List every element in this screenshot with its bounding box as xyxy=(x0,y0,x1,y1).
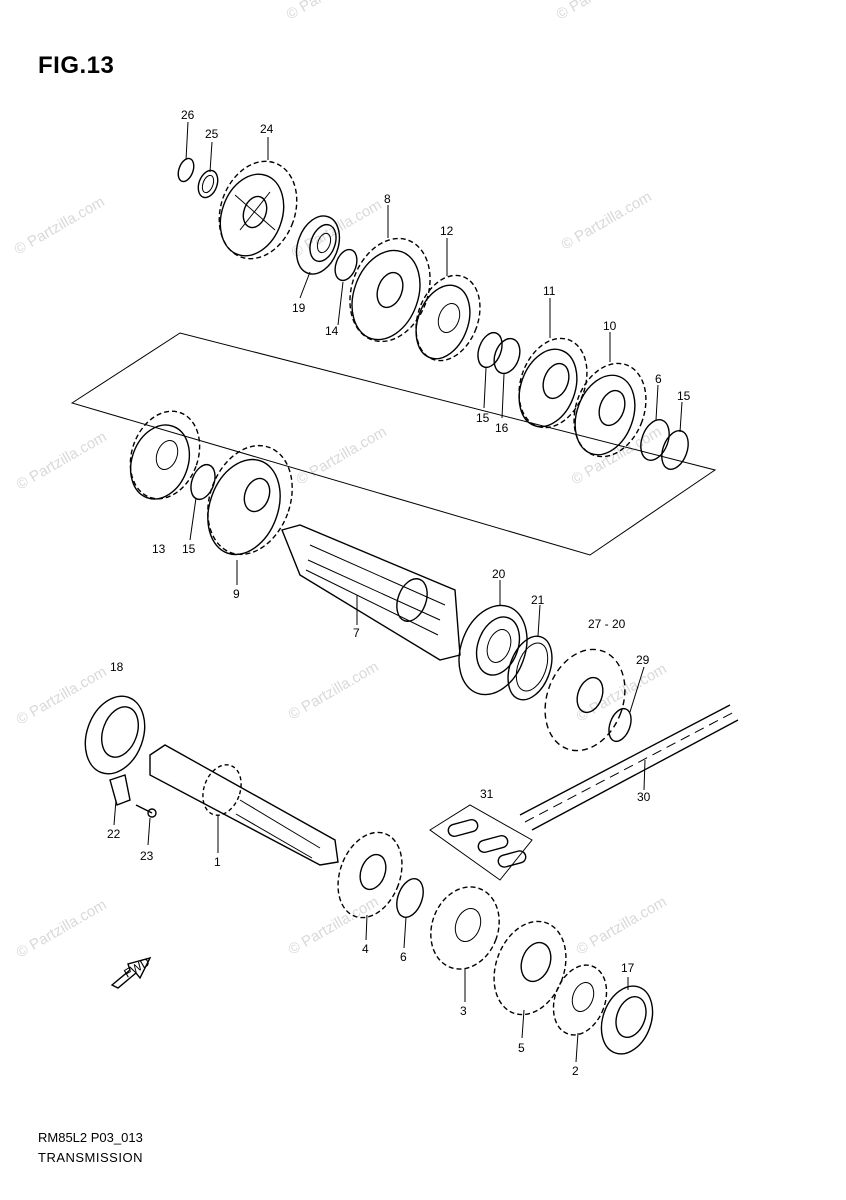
part-20-bearing xyxy=(458,604,528,696)
part-label-27-20: 27 - 20 xyxy=(588,617,626,631)
part-4-gear xyxy=(337,831,403,919)
part-label-17: 17 xyxy=(621,961,635,975)
watermark: © Partzilla.com xyxy=(284,0,380,23)
watermark-layer: © Partzilla.com © Partzilla.com © Partzi… xyxy=(12,0,670,961)
part-1-driveshaft xyxy=(149,744,339,866)
part-label-8: 8 xyxy=(384,192,391,206)
part-9-gear xyxy=(207,444,293,556)
part-26-circlip xyxy=(177,157,195,183)
part-25-washer xyxy=(197,169,219,199)
part-12-gear xyxy=(415,274,481,362)
part-label-9: 9 xyxy=(233,587,240,601)
part-label-30: 30 xyxy=(637,790,651,804)
part-label-31: 31 xyxy=(480,787,494,801)
part-21-oil-seal xyxy=(507,635,553,701)
part-10-gear xyxy=(573,362,647,458)
watermark: © Partzilla.com xyxy=(574,893,670,958)
part-label-12: 12 xyxy=(440,224,454,238)
part-number-labels: 26 25 24 19 14 8 12 11 10 15 16 6 15 13 … xyxy=(107,108,691,1078)
part-13-gear xyxy=(129,410,201,500)
part-15-circlip-right xyxy=(661,430,689,470)
part-label-1: 1 xyxy=(214,855,221,869)
leader-lines xyxy=(113,121,683,1063)
watermark: © Partzilla.com xyxy=(14,896,110,961)
forward-arrow-icon: FWD xyxy=(110,955,152,989)
part-label-19: 19 xyxy=(292,301,306,315)
part-22-retainer xyxy=(109,774,131,806)
part-16-washer-upper xyxy=(493,337,521,375)
figure-title: FIG.13 xyxy=(38,52,115,79)
part-label-22: 22 xyxy=(107,827,121,841)
part-label-15-b: 15 xyxy=(677,389,691,403)
part-30-drive-chain xyxy=(519,704,739,831)
part-label-3: 3 xyxy=(460,1004,467,1018)
part-29-circlip xyxy=(608,707,632,743)
part-27-sprocket xyxy=(544,648,626,752)
part-label-29: 29 xyxy=(636,653,650,667)
watermark: © Partzilla.com xyxy=(14,428,110,493)
part-label-20: 20 xyxy=(492,567,506,581)
part-label-26: 26 xyxy=(181,108,195,122)
part-label-15-c: 15 xyxy=(182,542,196,556)
figure-code: RM85L2 P03_013 xyxy=(38,1130,143,1145)
watermark: © Partzilla.com xyxy=(559,188,655,253)
watermark: © Partzilla.com xyxy=(14,663,110,728)
part-14-washer xyxy=(334,248,358,282)
part-label-2: 2 xyxy=(572,1064,579,1078)
part-6-washer-upper xyxy=(640,419,670,461)
part-label-6-b: 6 xyxy=(400,950,407,964)
part-label-11: 11 xyxy=(543,284,556,298)
watermark: © Partzilla.com xyxy=(554,0,650,23)
part-label-15-a: 15 xyxy=(476,411,490,425)
part-11-gear xyxy=(518,337,588,429)
part-18-bearing xyxy=(84,695,146,775)
part-label-18: 18 xyxy=(110,660,124,674)
part-2-gear xyxy=(552,964,608,1036)
part-15-circlip-upper xyxy=(477,331,503,369)
part-17-bearing xyxy=(600,985,654,1055)
part-24-gear xyxy=(218,160,298,260)
figure-caption: TRANSMISSION xyxy=(38,1150,143,1165)
part-8-gear xyxy=(349,237,431,343)
watermark: © Partzilla.com xyxy=(286,658,382,723)
countershaft-group-outline xyxy=(70,332,717,556)
part-6-washer-lower xyxy=(396,878,424,918)
part-label-16-a: 16 xyxy=(495,421,509,435)
part-5-gear xyxy=(493,920,567,1016)
part-label-14: 14 xyxy=(325,324,339,338)
part-label-4: 4 xyxy=(362,942,369,956)
part-label-13: 13 xyxy=(152,542,166,556)
part-19-bearing xyxy=(295,215,341,275)
part-label-7: 7 xyxy=(353,626,360,640)
part-label-23: 23 xyxy=(140,849,154,863)
part-31-chain-joint xyxy=(429,804,533,881)
part-23-screw xyxy=(135,804,157,818)
part-3-gear xyxy=(430,886,500,970)
part-label-24: 24 xyxy=(260,122,274,136)
watermark: © Partzilla.com xyxy=(294,423,390,488)
watermark: © Partzilla.com xyxy=(569,423,665,488)
part-label-21: 21 xyxy=(531,593,545,607)
part-label-5: 5 xyxy=(518,1041,525,1055)
watermark: © Partzilla.com xyxy=(12,193,108,258)
part-label-6-a: 6 xyxy=(655,372,662,386)
part-7-countershaft xyxy=(281,524,461,661)
part-label-10: 10 xyxy=(603,319,617,333)
part-label-25: 25 xyxy=(205,127,219,141)
